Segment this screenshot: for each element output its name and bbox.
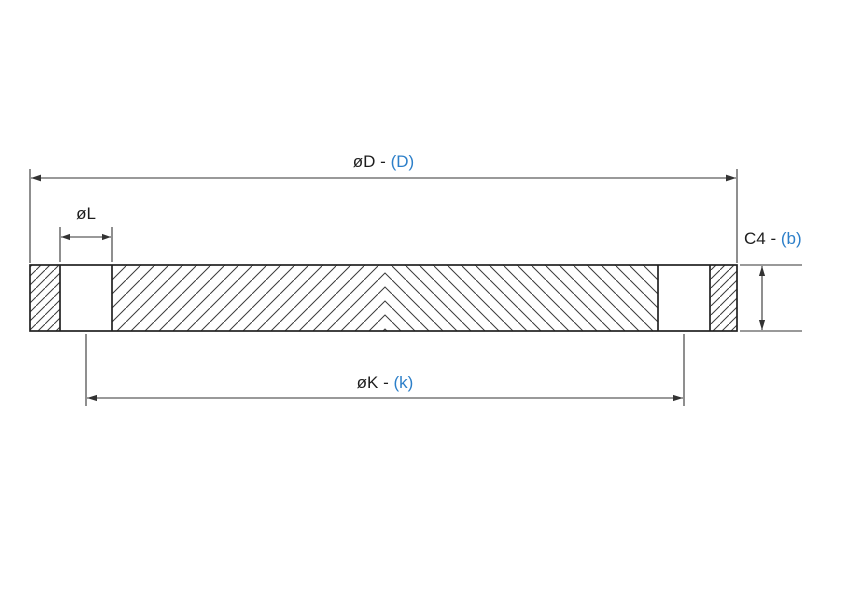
flange-outline xyxy=(29,264,738,332)
label-thickness-prefix: C4 - xyxy=(744,229,781,248)
label-hole-diameter-prefix: øL xyxy=(76,204,96,223)
label-outer-diameter-symbol: (D) xyxy=(390,152,415,171)
arrowhead-d-left xyxy=(31,174,41,182)
hatch-right-outer xyxy=(710,265,737,331)
label-bolt-circle: øK - (k) xyxy=(86,373,684,393)
label-thickness-symbol: (b) xyxy=(780,229,802,248)
label-outer-diameter: øD - (D) xyxy=(30,152,737,172)
dim-thickness xyxy=(740,264,802,332)
hatch-center-left xyxy=(112,265,385,331)
dim-hole-diameter xyxy=(59,227,113,262)
arrowhead-k-left xyxy=(87,394,97,402)
dim-outer-diameter xyxy=(29,169,738,263)
label-bolt-circle-symbol: (k) xyxy=(393,373,414,392)
label-hole-diameter: øL xyxy=(60,204,112,224)
arrowhead-l-right xyxy=(102,233,111,241)
label-outer-diameter-prefix: øD - xyxy=(352,152,391,171)
hatch-left-outer xyxy=(30,265,60,331)
hatch-center-right xyxy=(385,265,658,331)
arrowhead-l-left xyxy=(61,233,70,241)
label-bolt-circle-prefix: øK - xyxy=(356,373,394,392)
arrowhead-d-right xyxy=(726,174,736,182)
label-thickness: C4 - (b) xyxy=(744,229,802,249)
arrowhead-c4-top xyxy=(758,266,766,276)
arrowhead-c4-bottom xyxy=(758,320,766,330)
dim-bolt-circle xyxy=(85,334,685,406)
arrowhead-k-right xyxy=(673,394,683,402)
flange-cross-section xyxy=(29,264,738,332)
